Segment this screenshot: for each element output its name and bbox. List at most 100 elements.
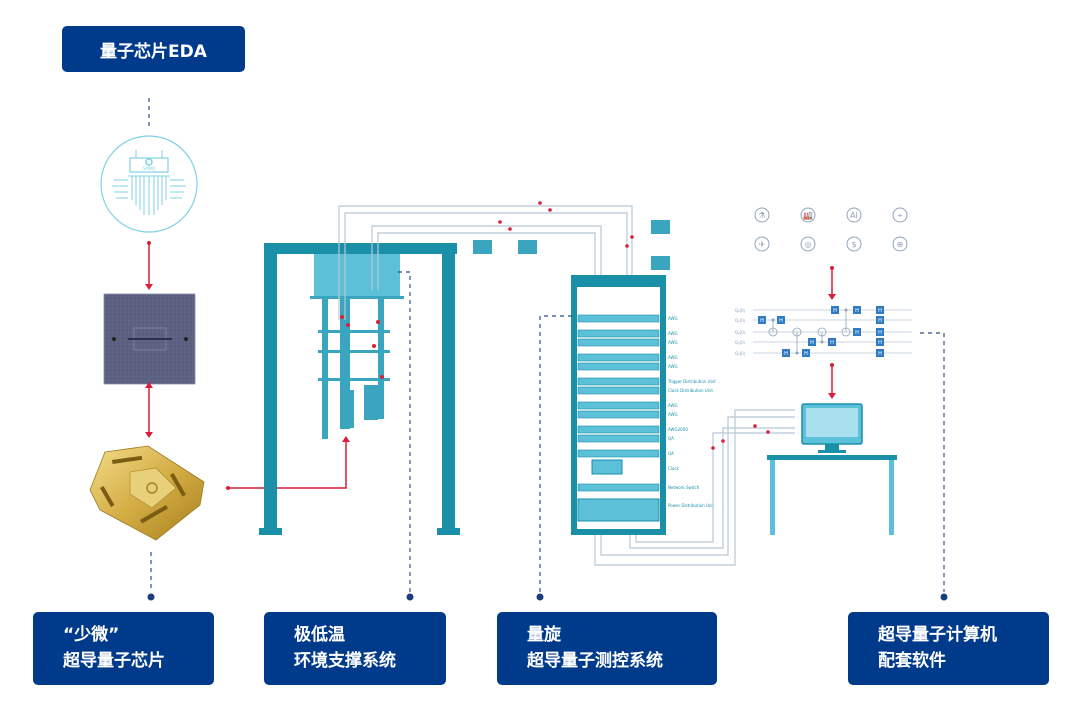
svg-text:H: H — [878, 351, 882, 357]
arrow-circuit-to-computer — [828, 363, 836, 399]
rack-unit — [577, 353, 660, 362]
qubit-label: Q₁|0⟩ — [735, 318, 746, 323]
rack-unit-label: AWG — [668, 412, 678, 417]
svg-text:H: H — [878, 308, 882, 314]
control-label-line2: 超导量子测控系统 — [527, 651, 663, 671]
cnot-gate — [792, 327, 802, 355]
svg-text:◎: ◎ — [805, 240, 812, 249]
svg-text:H: H — [760, 318, 764, 324]
qubit-label: Q₀|0⟩ — [735, 308, 746, 313]
hadamard-gate: H — [808, 338, 816, 346]
dilution-refrigerator-frame — [259, 243, 460, 535]
application-icons: ⚗🏭AI⌖✈◎$⊕ — [754, 207, 908, 252]
cryogenic-label-line1: 极低温 — [294, 625, 345, 645]
rack-to-computer-cables — [594, 409, 795, 566]
rack-unit — [577, 449, 660, 458]
rack-unit-label: QA — [668, 436, 674, 441]
rack-unit — [577, 401, 660, 410]
svg-text:🏭: 🏭 — [803, 211, 813, 220]
rack-unit-label: Clock — [668, 466, 680, 471]
arrow-apps-to-circuit — [828, 266, 836, 300]
rack-unit-label: Network Switch — [668, 485, 700, 490]
rack-unit — [577, 483, 660, 492]
svg-text:AI: AI — [850, 211, 858, 220]
hadamard-gate: H — [831, 306, 839, 314]
svg-text:H: H — [878, 340, 882, 346]
chip-design-circuit-icon: SPINQ — [100, 135, 198, 233]
rack-units — [577, 314, 660, 522]
chip-package-gold — [89, 445, 205, 541]
cable-signal-markers — [498, 201, 634, 248]
svg-text:H: H — [878, 330, 882, 336]
svg-text:⌖: ⌖ — [898, 211, 903, 220]
software-label-line2: 配套软件 — [878, 651, 946, 671]
software-dashed-connector — [920, 332, 945, 592]
rack-unit — [577, 362, 660, 371]
cnot-gate — [841, 308, 851, 337]
control-system-label-box: 量旋 超导量子测控系统 — [497, 612, 717, 685]
svg-text:H: H — [855, 330, 859, 336]
rack-unit — [577, 434, 660, 443]
svg-text:H: H — [830, 340, 834, 346]
chip-label-box: “少微” 超导量子芯片 — [33, 612, 214, 685]
rack-connector-dot — [536, 593, 544, 601]
hadamard-gate: H — [802, 349, 810, 357]
cryostat-connector-dot — [406, 593, 414, 601]
rack-unit-label: AWG — [668, 316, 678, 321]
svg-text:H: H — [855, 308, 859, 314]
rack-clock-unit — [591, 459, 623, 475]
hadamard-gate: H — [876, 316, 884, 324]
svg-text:H: H — [779, 318, 783, 324]
svg-text:⊕: ⊕ — [897, 240, 904, 249]
hadamard-gate: H — [876, 328, 884, 336]
cnot-gate — [768, 318, 778, 337]
rack-unit-label: AWG — [668, 364, 678, 369]
software-label-line1: 超导量子计算机 — [878, 625, 997, 645]
quantum-chip-eda-label: 量子芯片EDA — [62, 26, 245, 72]
hadamard-gate: H — [853, 306, 861, 314]
hadamard-gate: H — [828, 338, 836, 346]
rack-unit-label: Clock Distribution Unit — [668, 388, 713, 393]
arrow-eda-to-die — [145, 241, 153, 290]
rack-unit — [577, 314, 660, 323]
svg-text:H: H — [878, 318, 882, 324]
hadamard-gate: H — [876, 306, 884, 314]
computer-cable-markers — [711, 424, 770, 450]
rack-unit-label: Trigger Distribution Unit — [667, 379, 716, 384]
hadamard-gate: H — [876, 349, 884, 357]
chip-label-line2: 超导量子芯片 — [63, 651, 165, 671]
software-connector-dot — [940, 593, 948, 601]
cryogenic-label-line2: 环境支撑系统 — [294, 651, 396, 671]
rack-unit-label: AWG — [668, 403, 678, 408]
chip-label-line1: “少微” — [63, 625, 120, 645]
globe-security-icon: ⊕ — [892, 236, 908, 252]
rack-unit-label: AWG — [668, 355, 678, 360]
rack-unit — [577, 338, 660, 347]
rack-unit — [577, 329, 660, 338]
chip-connector-dot — [147, 593, 155, 601]
svg-text:⚗: ⚗ — [758, 211, 765, 220]
qubit-label: Q₃|0⟩ — [735, 340, 746, 345]
cryostat-to-rack-cables — [338, 205, 633, 320]
chip-logo-text: SPINQ — [143, 166, 155, 171]
rack-unit — [577, 410, 660, 419]
svg-text:H: H — [833, 308, 837, 314]
arrow-die-to-package — [145, 382, 153, 438]
rack-unit — [577, 386, 660, 395]
map-location-icon: ⌖ — [892, 207, 908, 223]
qubit-label: Q₄|0⟩ — [735, 351, 746, 356]
control-label-line1: 量旋 — [527, 625, 561, 645]
quantum-chip-die — [103, 293, 196, 385]
svg-text:H: H — [804, 351, 808, 357]
hadamard-gate: H — [758, 316, 766, 324]
rack-unit-label: AWG — [668, 340, 678, 345]
cnot-gate — [817, 327, 827, 344]
rack-unit — [577, 377, 660, 386]
rack-power-unit — [577, 498, 660, 522]
ai-head-icon: AI — [846, 207, 862, 223]
svg-text:$: $ — [851, 240, 856, 249]
rack-dashed-connector — [539, 315, 572, 592]
eda-label-text: 量子芯片EDA — [100, 41, 207, 62]
